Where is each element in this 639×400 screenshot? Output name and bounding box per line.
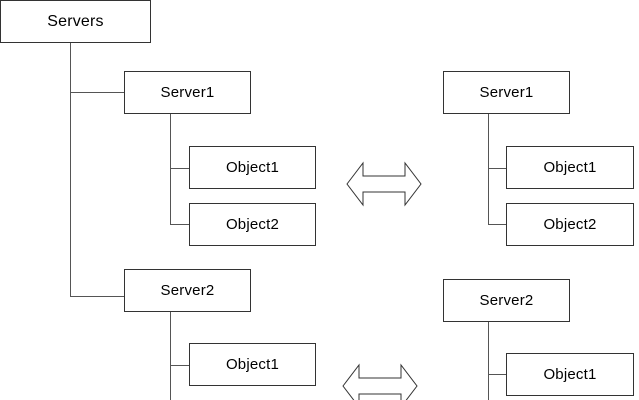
left-server2-object1-box: Object1 <box>189 343 316 386</box>
right-server1-object1-box: Object1 <box>506 146 634 189</box>
servers-root-box: Servers <box>0 0 151 43</box>
connector-right-server1-trunk <box>488 113 489 225</box>
right-server1-object2-box: Object2 <box>506 203 634 246</box>
right-server2-object1-box: Object1 <box>506 353 634 396</box>
connector-server1-object1 <box>170 168 190 169</box>
left-server1-box: Server1 <box>124 71 251 114</box>
connector-right-server2-trunk <box>488 321 489 400</box>
connector-root-server2 <box>70 296 125 297</box>
left-server1-object1-box: Object1 <box>189 146 316 189</box>
connector-server2-object1 <box>170 365 190 366</box>
connector-right-server2-object1 <box>488 374 507 375</box>
right-server1-box: Server1 <box>443 71 570 114</box>
connector-root-server1 <box>70 92 125 93</box>
connector-server1-object2 <box>170 224 190 225</box>
connector-server1-trunk <box>170 113 171 225</box>
double-headed-arrow-icon <box>346 161 422 207</box>
connector-right-server1-object2 <box>488 224 507 225</box>
right-server2-box: Server2 <box>443 279 570 322</box>
double-headed-arrow-icon <box>342 363 418 400</box>
left-server1-object2-box: Object2 <box>189 203 316 246</box>
connector-server2-trunk <box>170 311 171 400</box>
connector-right-server1-object1 <box>488 168 507 169</box>
connector-root-trunk <box>70 42 71 297</box>
left-server2-box: Server2 <box>124 269 251 312</box>
